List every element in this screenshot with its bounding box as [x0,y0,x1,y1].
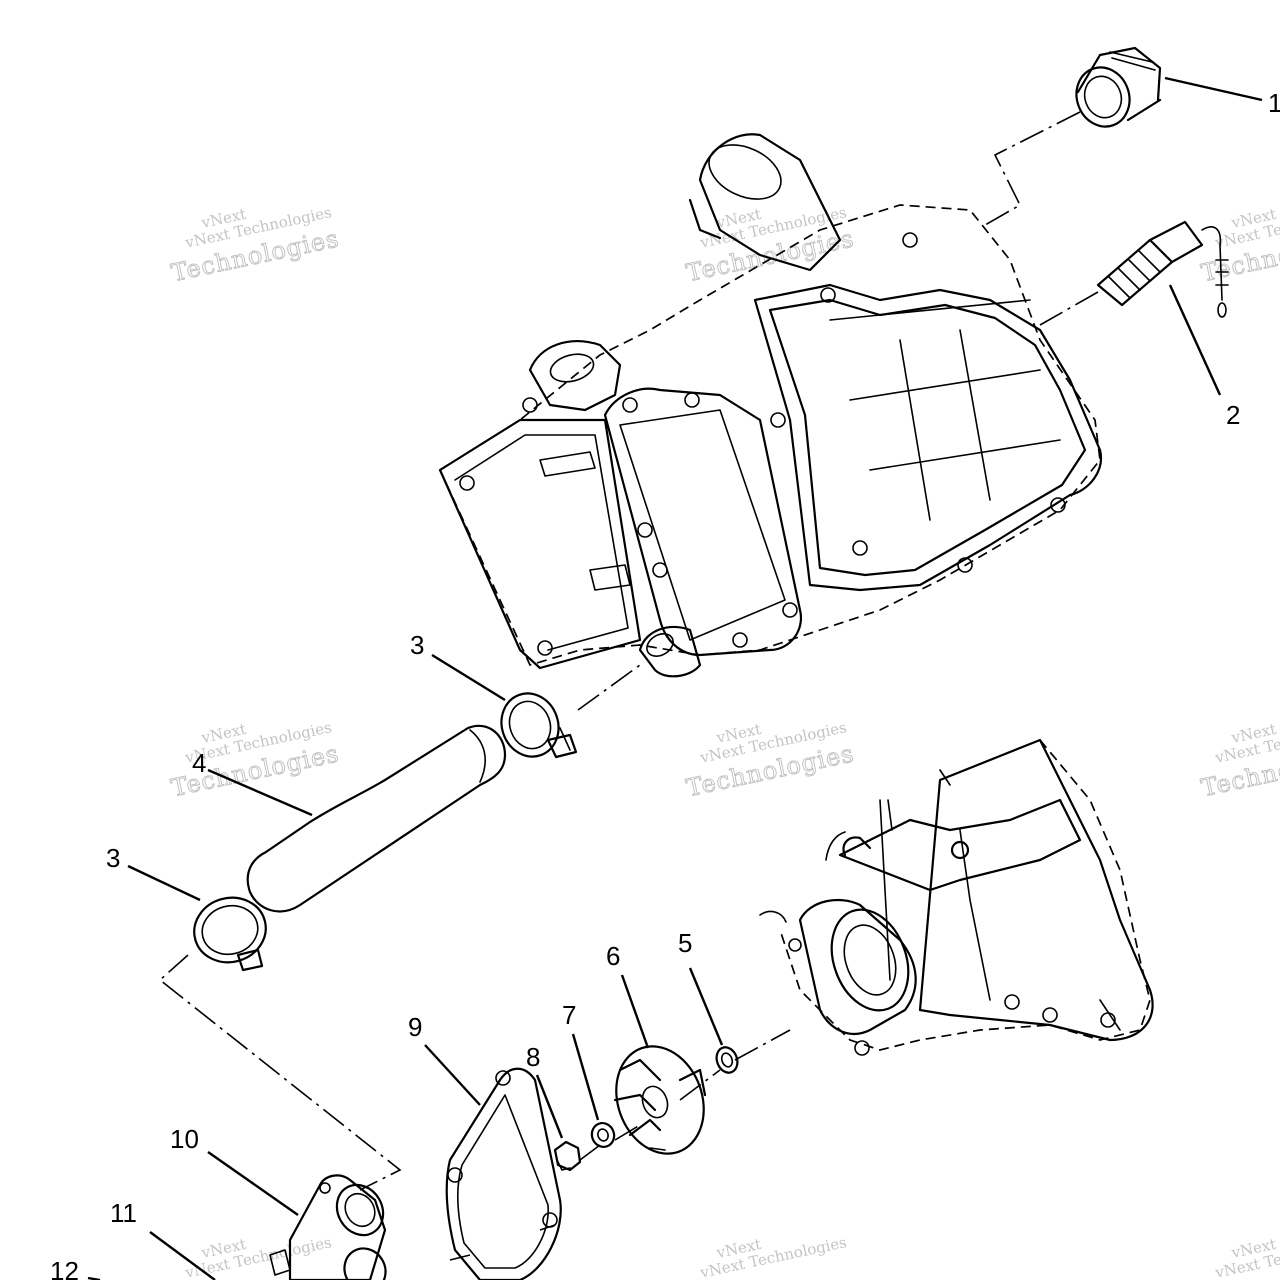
callout-5: 5 [678,928,692,958]
callouts: 1 2 3 4 3 5 6 7 8 9 10 11 12 [50,88,1280,1280]
leader-line-11 [149,1231,216,1280]
watermark: vNext vNext Technologies [698,1233,848,1280]
callout-2: 2 [1226,400,1240,430]
part-4-hose [246,724,507,913]
part-3-clamp-upper [500,692,578,759]
part-2-sensor [1096,220,1229,318]
part-1-cap [1075,46,1162,128]
leader-line-4 [207,768,313,817]
callout-10: 10 [170,1124,199,1154]
watermark: vNext vNext Technologies Technologies [683,718,857,802]
callout-9: 9 [408,1012,422,1042]
watermark: vNext vNext Technologies Technologies [168,718,342,802]
watermark: vNext vNext Technologies Technologies [1198,203,1280,287]
assembly-lines [158,111,1099,1261]
part-9-gasket [445,1067,562,1280]
leader-line-8 [535,1074,564,1139]
cylinder-head [438,133,1103,678]
part-7-washer [590,1122,616,1148]
callout-12: 12 [50,1256,79,1280]
leader-line-10 [207,1151,299,1216]
leader-line-1 [1164,76,1263,102]
watermark: vNext vNext Technologies Technologies [683,203,857,287]
watermark: vNext vNext Technologies Technologies [168,203,342,287]
watermark: vNext vNext Technologies Technologies [1198,718,1280,802]
leader-line-2 [1168,284,1222,396]
crankcase [759,738,1154,1056]
part-3-clamp-lower [193,896,267,972]
leader-line-9 [424,1044,481,1106]
part-10-pump-cover [269,1174,387,1280]
callout-1: 1 [1268,88,1280,118]
part-8-bolt [553,1140,582,1172]
leader-line-3-upper [431,653,506,702]
callout-7: 7 [562,1000,576,1030]
leader-line-6 [620,974,650,1049]
callout-3-upper: 3 [410,630,424,660]
callout-8: 8 [526,1042,540,1072]
callout-11: 11 [110,1198,137,1228]
callout-6: 6 [606,941,620,971]
callout-3-lower: 3 [106,843,120,873]
leader-line-5 [688,967,724,1046]
watermark-group: vNext vNext Technologies Technologies vN… [168,203,1280,1280]
part-5-seal [715,1046,739,1074]
callout-4: 4 [192,748,206,778]
part-6-impeller [613,1045,707,1155]
watermark: vNext vNext Technologies [1213,1233,1280,1280]
leader-line-7 [571,1033,600,1121]
leader-line-3-lower [127,864,201,902]
